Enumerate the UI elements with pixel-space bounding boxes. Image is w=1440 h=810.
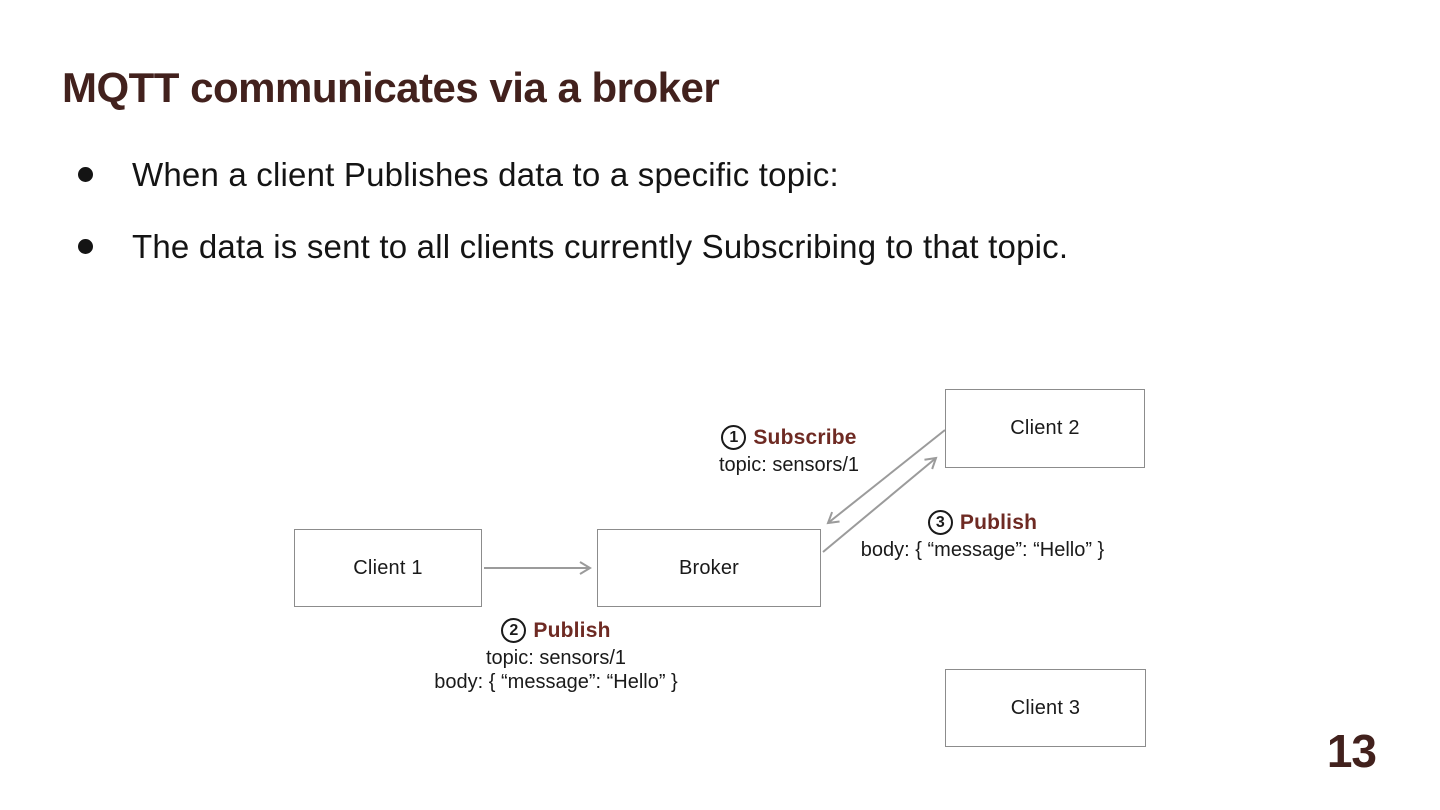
circled-number-3: 3 <box>927 510 953 535</box>
annotation-publish-2: 2 Publish topic: sensors/1 body: { “mess… <box>420 617 692 694</box>
circled-number-2: 2 <box>501 618 527 643</box>
annotation-body-line: body: { “message”: “Hello” } <box>434 671 678 693</box>
bullet-text: The data is sent to all clients currentl… <box>132 228 1069 265</box>
annotation-topic-line: topic: sensors/1 <box>718 454 860 476</box>
node-client3-label: Client 3 <box>1010 696 1081 719</box>
bullet-dot <box>78 239 93 254</box>
annotation-subscribe: 1 Subscribe topic: sensors/1 <box>682 424 896 477</box>
node-client3: Client 3 <box>945 669 1146 747</box>
node-broker: Broker <box>597 529 821 607</box>
node-client1: Client 1 <box>294 529 482 607</box>
bullet-dot <box>78 167 93 182</box>
slide-title: MQTT communicates via a broker <box>62 64 720 111</box>
annotation-action-label: Publish <box>959 510 1038 534</box>
arrow-client2-to-broker-subscribe <box>826 429 946 525</box>
bullet-item: When a client Publishes data to a specif… <box>78 154 839 195</box>
node-broker-label: Broker <box>678 556 740 579</box>
annotation-publish-3-head: 3 Publish <box>840 509 1125 536</box>
annotation-action-label: Subscribe <box>753 425 857 449</box>
annotation-topic-line: topic: sensors/1 <box>485 647 627 669</box>
annotation-publish-3: 3 Publish body: { “message”: “Hello” } <box>840 509 1125 562</box>
bullet-text: When a client Publishes data to a specif… <box>132 156 839 193</box>
node-client2: Client 2 <box>945 389 1145 468</box>
page-number: 13 <box>1326 725 1377 777</box>
node-client2-label: Client 2 <box>1010 417 1080 439</box>
annotation-body-line: body: { “message”: “Hello” } <box>860 539 1105 561</box>
annotation-subscribe-head: 1 Subscribe <box>682 424 896 451</box>
annotation-action-label: Publish <box>533 618 611 642</box>
arrow-broker-to-client2-publish <box>822 456 938 553</box>
annotation-publish-2-head: 2 Publish <box>420 617 692 644</box>
bullet-item: The data is sent to all clients currentl… <box>78 226 1068 267</box>
node-client1-label: Client 1 <box>353 556 423 579</box>
circled-number-1: 1 <box>721 425 747 450</box>
